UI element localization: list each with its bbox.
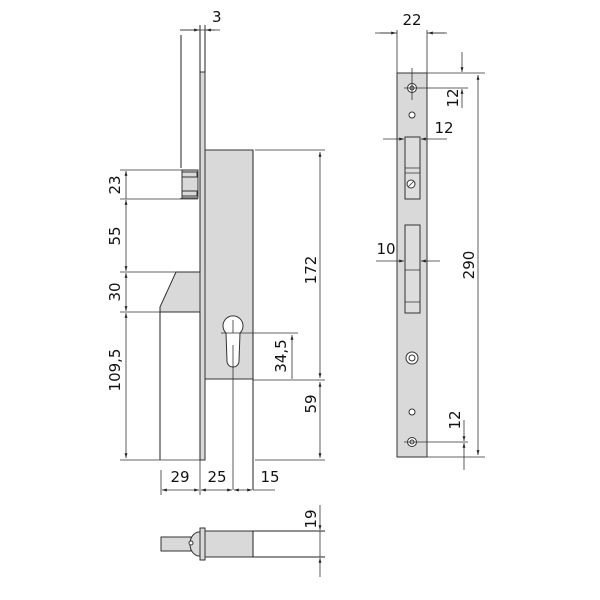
dim-faceplate-width: 22 bbox=[402, 11, 421, 29]
deadbolt bbox=[181, 169, 199, 199]
small-hole bbox=[408, 111, 416, 119]
dim-latch-to-bottom: 109,5 bbox=[106, 349, 124, 392]
dim-faceplate-length: 290 bbox=[460, 251, 478, 280]
front-view: 22 12 12 10 12 290 bbox=[375, 11, 485, 470]
dim-screw-offset-top: 12 bbox=[444, 88, 462, 107]
dim-case-thickness: 19 bbox=[302, 509, 320, 528]
dim-backset: 25 bbox=[207, 468, 226, 486]
screw-hole-top bbox=[404, 68, 468, 100]
dim-deadbolt-height: 23 bbox=[106, 175, 124, 194]
dim-deadbolt-to-latch: 55 bbox=[106, 226, 124, 245]
dim-latch-window-width: 12 bbox=[434, 119, 453, 137]
deadbolt-window bbox=[404, 224, 421, 314]
cylinder-hole bbox=[221, 315, 298, 490]
dim-faceplate-thickness: 3 bbox=[212, 8, 222, 26]
side-view: 3 23 55 30 109,5 172 34,5 59 29 25 15 bbox=[106, 8, 325, 495]
dim-case-height: 172 bbox=[302, 256, 320, 285]
dim-latch-height: 30 bbox=[106, 282, 124, 301]
dim-cylinder-to-back: 15 bbox=[260, 468, 279, 486]
dim-screw-offset-bottom: 12 bbox=[446, 410, 464, 429]
latch-bolt bbox=[159, 271, 201, 313]
latch-window bbox=[404, 136, 421, 200]
screw-hole-bottom bbox=[404, 437, 468, 447]
faceplate bbox=[199, 71, 206, 461]
dim-latch-projection: 29 bbox=[170, 468, 189, 486]
dim-deadbolt-window-width: 10 bbox=[376, 240, 395, 258]
dim-cylinder-offset: 34,5 bbox=[272, 339, 290, 372]
small-hole bbox=[408, 408, 416, 416]
faceplate-top bbox=[199, 25, 206, 460]
dim-cylinder-to-bottom: 59 bbox=[302, 394, 320, 413]
follower-hole bbox=[405, 351, 419, 365]
bottom-view: 19 bbox=[160, 505, 325, 577]
